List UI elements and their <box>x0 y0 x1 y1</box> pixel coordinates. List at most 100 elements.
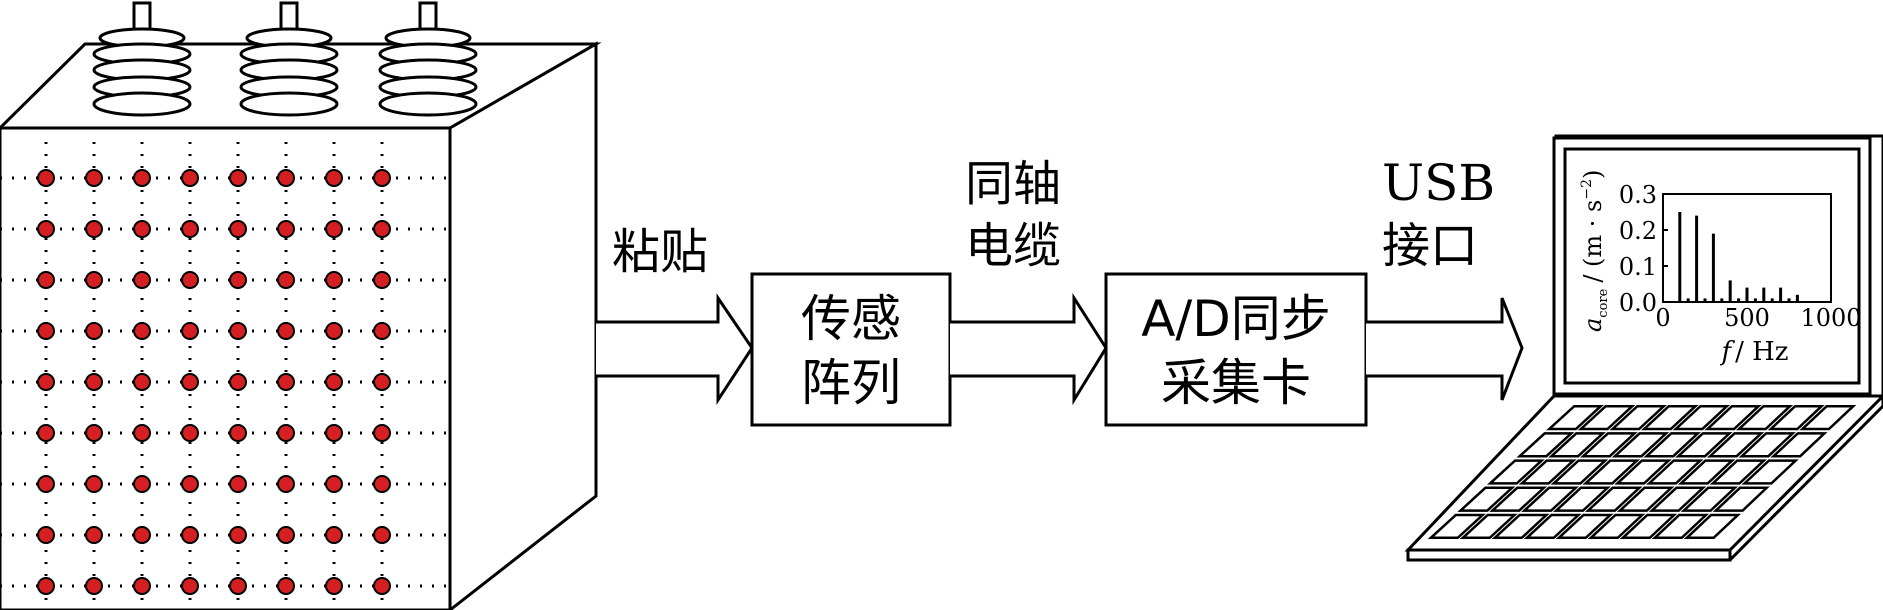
bushings <box>92 1 478 117</box>
sensor-dot <box>325 271 343 289</box>
sensor-dot <box>325 475 343 493</box>
arrow-coax <box>950 292 1108 406</box>
sensor-dot <box>277 373 295 391</box>
sensor-dot <box>85 475 103 493</box>
sensor-dot <box>229 169 247 187</box>
sensor-dot <box>181 169 199 187</box>
arrow-paste <box>596 293 754 406</box>
sensor-dot <box>373 373 391 391</box>
arrow-usb <box>1366 297 1524 401</box>
keyboard-key <box>1521 486 1579 512</box>
chart-y-tick-label: 0.0 <box>1619 289 1657 317</box>
keyboard-key <box>1587 513 1646 540</box>
sensor-dot <box>229 271 247 289</box>
sensor-dot <box>181 220 199 238</box>
keyboard-key <box>1459 513 1518 540</box>
sensor-dot <box>133 220 151 238</box>
sensor-dot <box>37 169 55 187</box>
sensor-dot <box>181 526 199 544</box>
keyboard-key <box>1675 432 1733 458</box>
sensor-dot <box>373 271 391 289</box>
sensor-dot <box>133 475 151 493</box>
keyboard-key <box>1643 432 1701 458</box>
keyboard-key <box>1582 459 1641 485</box>
sensor-dot <box>133 169 151 187</box>
sensor-dot <box>37 271 55 289</box>
keyboard-key <box>1611 432 1670 458</box>
sensor-dot <box>37 424 55 442</box>
chart-x-tick-labels: 0 500 1000 <box>1655 304 1861 332</box>
sensor-dot <box>85 322 103 340</box>
sensor-dot <box>85 577 103 595</box>
sensor-dot <box>229 373 247 391</box>
sensor-dot <box>325 577 343 595</box>
sensor-dot <box>325 322 343 340</box>
sensor-dot <box>325 526 343 544</box>
sensor-dot <box>373 424 391 442</box>
keyboard-key <box>1609 404 1667 431</box>
sensor-dot <box>133 271 151 289</box>
laptop-keyboard <box>1427 404 1857 540</box>
keyboard-key <box>1799 404 1857 431</box>
sensor-dot <box>373 475 391 493</box>
keyboard-key <box>1651 513 1710 540</box>
keyboard-key <box>1550 459 1609 485</box>
chart-x-tick-label: 500 <box>1724 304 1770 332</box>
sensor-dot <box>37 526 55 544</box>
keyboard-key <box>1738 432 1796 458</box>
keyboard-key <box>1491 513 1550 540</box>
keyboard-key <box>1648 486 1707 512</box>
sensor-dot <box>229 526 247 544</box>
keyboard-key <box>1709 459 1767 485</box>
laptop-base-edge <box>1406 548 1732 562</box>
keyboard-key <box>1712 486 1770 512</box>
sensor-dot <box>277 271 295 289</box>
sensor-dot <box>85 424 103 442</box>
sensor-array-label-line2: 阵列 <box>801 354 901 412</box>
sensor-dot <box>373 322 391 340</box>
chart-y-tick-label: 0.1 <box>1619 253 1657 281</box>
sensor-dot <box>373 577 391 595</box>
sensor-dot <box>229 577 247 595</box>
label-coax-line1: 同轴 <box>965 156 1061 212</box>
keyboard-key <box>1616 486 1675 512</box>
label-coax-line2: 电缆 <box>965 218 1061 274</box>
sensor-dot <box>133 322 151 340</box>
keyboard-key <box>1677 459 1736 485</box>
keyboard-key <box>1577 404 1636 431</box>
chart-plot-area <box>1662 193 1832 303</box>
keyboard-key <box>1614 459 1672 485</box>
daq-card-label-line1: A/D同步 <box>1141 290 1331 348</box>
sensor-dot <box>37 322 55 340</box>
sensor-grid <box>0 142 448 608</box>
sensor-dot <box>325 373 343 391</box>
transformer-side-face <box>448 41 598 610</box>
daq-card-box <box>1104 272 1368 427</box>
keyboard-key <box>1767 404 1825 431</box>
keyboard-key <box>1672 404 1731 431</box>
sensor-dot <box>181 271 199 289</box>
sensor-dot <box>85 169 103 187</box>
keyboard-key <box>1486 459 1545 485</box>
keyboard-key <box>1489 486 1548 512</box>
keyboard-key <box>1741 459 1799 485</box>
sensor-dot <box>181 322 199 340</box>
keyboard-key <box>1584 486 1643 512</box>
chart-y-tick-labels: 0.00.10.20.3 <box>1619 181 1668 317</box>
chart-x-tick-label: 0 <box>1655 304 1670 332</box>
daq-card-label-line2: 采集卡 <box>1161 354 1311 412</box>
keyboard-key <box>1680 486 1739 512</box>
sensor-dot <box>37 577 55 595</box>
keyboard-key <box>1518 459 1577 485</box>
sensor-dot <box>277 220 295 238</box>
sensor-dot <box>277 424 295 442</box>
keyboard-key <box>1523 513 1582 540</box>
sensor-array-label-line1: 传感 <box>801 290 901 348</box>
sensor-dot <box>277 169 295 187</box>
chart-x-tick-label: 1000 <box>1800 304 1861 332</box>
sensor-dot <box>37 373 55 391</box>
sensor-dot <box>181 577 199 595</box>
sensor-dot <box>277 475 295 493</box>
